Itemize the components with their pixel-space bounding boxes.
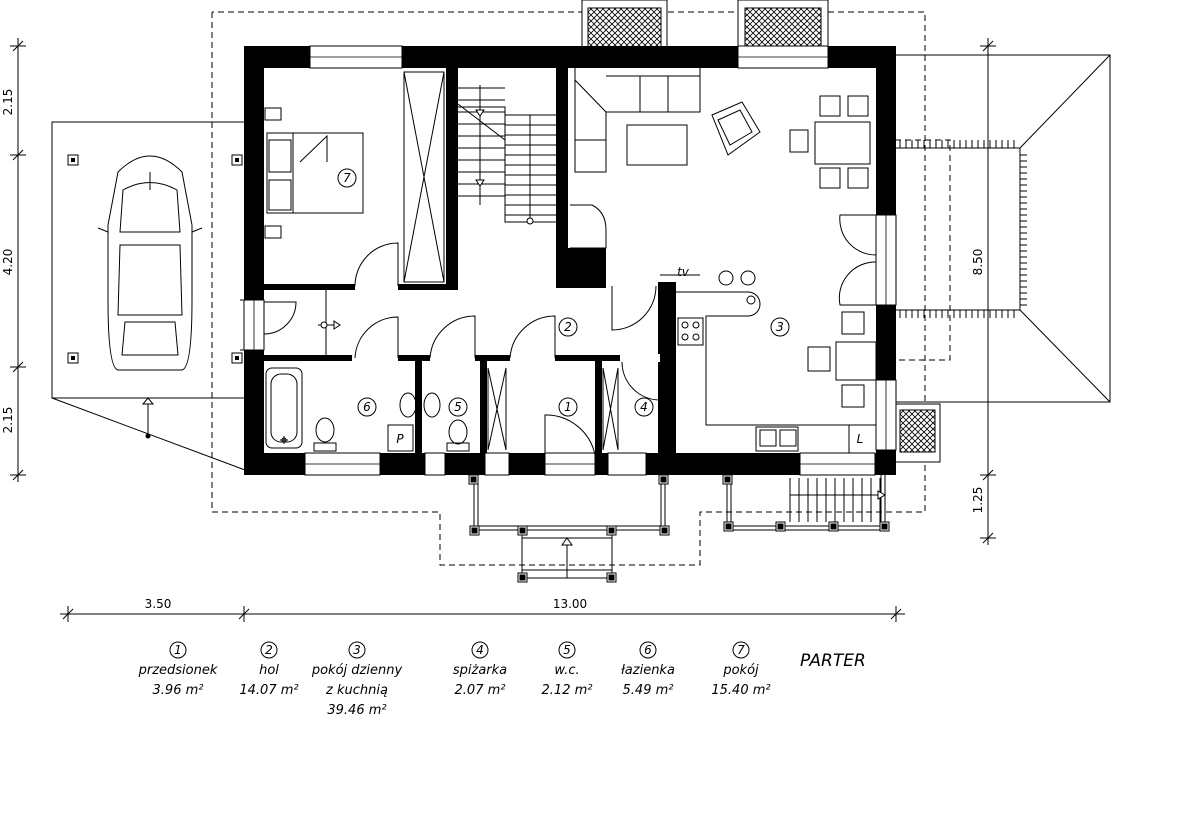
carport-posts — [67, 154, 243, 364]
legend-number: 4 — [476, 643, 484, 657]
window-sills — [253, 56, 887, 465]
legend-room-name: spiżarka — [453, 663, 507, 678]
dim-right-bottom: 1.25 — [971, 487, 985, 514]
marker-1: 1 — [564, 400, 572, 414]
carport — [51, 121, 246, 471]
legend-marker — [348, 641, 366, 659]
legend-room-name: pokój — [722, 663, 759, 678]
marker-6: 6 — [363, 400, 371, 414]
legend-number: 2 — [265, 643, 273, 657]
living-furniture — [570, 68, 871, 249]
terrace-ticks — [899, 140, 1027, 318]
doors — [263, 214, 877, 456]
legend-number: 7 — [737, 643, 745, 657]
dim-bottom-left: 3.50 — [145, 597, 172, 611]
car-icon — [97, 155, 203, 371]
legend-item: 4 spiżarka 2.07 m² — [453, 641, 507, 698]
legend-item: 7 pokój 15.40 m² — [711, 641, 771, 698]
marker-2: 2 — [564, 320, 572, 334]
dimension-lines — [10, 38, 996, 622]
legend-marker — [471, 641, 489, 659]
dim-right-top: 8.50 — [971, 249, 985, 276]
tv-label: tv — [677, 265, 690, 279]
marker-7: 7 — [343, 171, 351, 185]
marker-5: 5 — [454, 400, 462, 414]
dim-left-2: 4.20 — [1, 249, 15, 276]
terrace-steps — [722, 474, 890, 532]
entrance-porch — [468, 474, 670, 583]
legend-room-name: w.c. — [554, 663, 579, 678]
marker-3: 3 — [776, 320, 784, 334]
pantry-box-label: P — [396, 432, 404, 446]
dim-bottom-main: 13.00 — [553, 597, 587, 611]
roof-outline — [211, 11, 951, 566]
plan-title: PARTER — [800, 651, 866, 671]
legend-item: 3 pokój dzienny z kuchnią 39.46 m² — [311, 641, 403, 718]
legend-room-area: 5.49 m² — [623, 683, 674, 698]
door-gaps — [352, 283, 660, 362]
legend-room-area: 2.12 m² — [542, 683, 593, 698]
legend-number: 6 — [644, 643, 652, 657]
room-marker-labels: 7 2 3 4 5 6 1 — [343, 171, 784, 414]
legend-marker — [169, 641, 187, 659]
stairs — [457, 85, 556, 225]
legend-room-area: 15.40 m² — [711, 683, 770, 698]
planters — [581, 0, 941, 463]
kitchen-box-label: L — [857, 432, 864, 446]
room-markers — [337, 168, 790, 417]
legend-number: 3 — [353, 643, 361, 657]
room-legend: 1 przedsionek 3.96 m² 2 hol 14.07 m² 3 pokój dz… — [138, 641, 771, 718]
interior-walls — [264, 68, 676, 453]
legend-number: 5 — [563, 643, 571, 657]
legend-item: 5 w.c. 2.12 m² — [542, 641, 593, 698]
kitchen-furniture — [660, 270, 877, 453]
legend-number: 1 — [174, 643, 182, 657]
legend-item: 1 przedsionek 3.96 m² — [138, 641, 218, 698]
dim-left-1: 2.15 — [1, 89, 15, 116]
legend-marker — [558, 641, 576, 659]
bathroom-fixtures — [265, 367, 619, 452]
legend-room-area: 39.46 m² — [327, 703, 386, 718]
legend-room-area: 2.07 m² — [455, 683, 506, 698]
legend-marker — [732, 641, 750, 659]
dimension-texts: 2.15 4.20 2.15 8.50 1.25 3.50 13.00 — [1, 89, 985, 611]
bedroom-furniture — [264, 71, 445, 283]
fixture-labels: P L tv — [396, 265, 863, 446]
legend-marker — [639, 641, 657, 659]
windows — [243, 45, 897, 476]
legend-marker — [260, 641, 278, 659]
marker-4: 4 — [640, 400, 648, 414]
terrace-roof — [894, 54, 1111, 403]
legend-item: 6 łazienka 5.49 m² — [621, 641, 675, 698]
legend-room-name: hol — [259, 663, 279, 678]
legend-room-name: przedsionek — [138, 663, 218, 678]
dim-left-3: 2.15 — [1, 407, 15, 434]
legend-item: 2 hol 14.07 m² — [239, 641, 299, 698]
legend-room-name: łazienka — [621, 663, 675, 678]
legend-room-name: pokój dzienny — [311, 663, 403, 678]
legend-room-name-2: z kuchnią — [325, 683, 388, 698]
hall-details — [240, 290, 341, 355]
legend-room-area: 14.07 m² — [239, 683, 298, 698]
legend-room-area: 3.96 m² — [153, 683, 204, 698]
